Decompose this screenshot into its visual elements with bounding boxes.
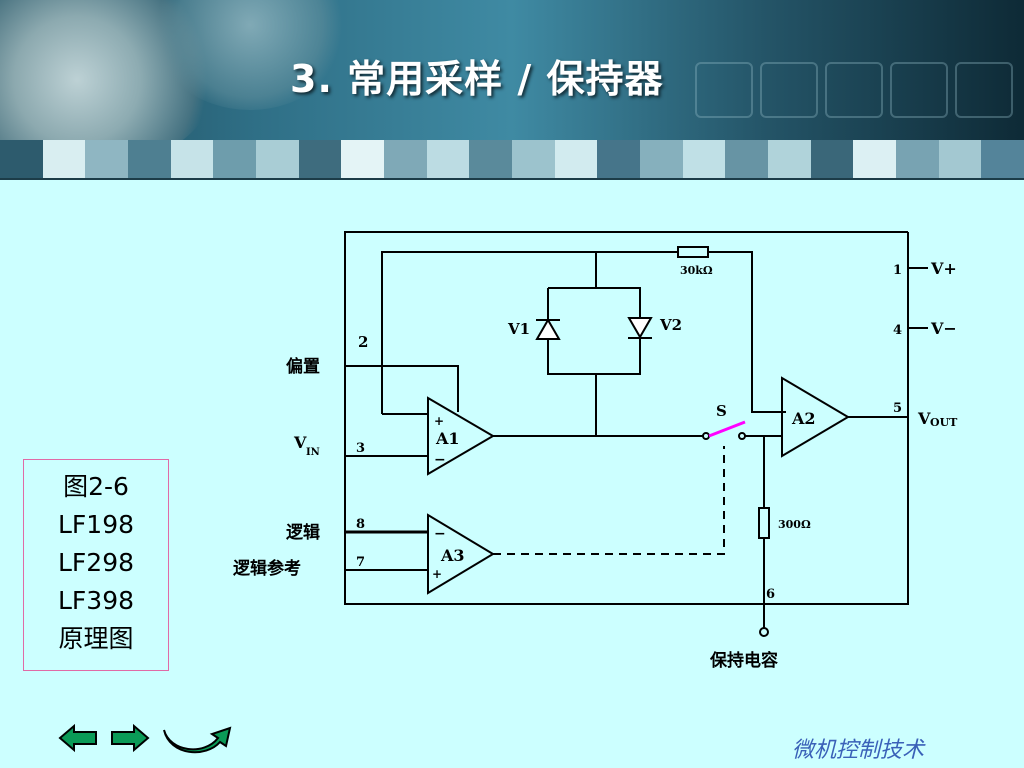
caption-line: 原理图 (58, 624, 134, 653)
pin2-number: 2 (358, 333, 368, 351)
right-arrow-icon[interactable] (108, 722, 150, 754)
resistor-300-label: 300Ω (778, 518, 811, 531)
pin7-number: 7 (356, 555, 365, 570)
switch-contact-right (738, 432, 746, 440)
pin3-number: 3 (356, 441, 365, 456)
caption-line: 图2-6 (63, 472, 129, 501)
amp-a2 (781, 376, 850, 458)
footer-course-name: 微机控制技术 (792, 738, 925, 763)
hold-cap-label: 保持电容 (709, 650, 778, 671)
header-banner: 3. 常用采样 / 保持器 (0, 0, 1024, 140)
vin-label: V (293, 433, 307, 452)
a1-plus-sign: + (434, 414, 444, 428)
vminus-label: V− (930, 319, 957, 338)
switch-label: S (716, 402, 727, 420)
header-decoration (955, 62, 1013, 118)
a3-plus-sign: + (432, 567, 442, 581)
caption-line: LF398 (57, 586, 135, 615)
return-arrow-icon[interactable] (160, 722, 232, 758)
vout-label: V (917, 409, 931, 428)
amp-a2-label: A2 (791, 409, 816, 428)
vin-subscript: IN (306, 447, 320, 458)
a3-minus-sign: − (434, 526, 446, 542)
header-decoration (890, 62, 948, 118)
diode-loop (547, 287, 641, 375)
diode-v1 (535, 318, 561, 340)
pin4-number: 4 (893, 323, 902, 338)
pin1-number: 1 (893, 263, 902, 278)
offset-wire (345, 365, 459, 412)
diode-v1-label: V1 (507, 320, 530, 338)
header-decoration (695, 62, 753, 118)
chip-outline (344, 231, 909, 605)
pin8-number: 8 (356, 517, 365, 532)
resistor-300 (758, 507, 770, 539)
figure-caption: 图2-6 LF198 LF298 LF398 原理图 (23, 459, 169, 671)
amp-a3 (427, 513, 495, 595)
logic-ref-label: 逻辑参考 (233, 558, 301, 579)
header-decoration (760, 62, 818, 118)
diode-v2 (627, 317, 653, 339)
caption-line: LF298 (57, 548, 135, 577)
resistor-feedback-label: 30kΩ (680, 264, 713, 277)
amp-a3-label: A3 (440, 546, 465, 565)
a1-minus-sign: − (434, 452, 446, 468)
vplus-label: V+ (930, 259, 957, 278)
resistor-feedback (677, 246, 709, 258)
control-dashed-line (493, 446, 725, 555)
logic-label: 逻辑 (286, 522, 320, 543)
pin5-number: 5 (893, 401, 902, 416)
slide-title: 3. 常用采样 / 保持器 (290, 57, 664, 101)
header-decoration (825, 62, 883, 118)
switch-blade (708, 420, 746, 438)
feedback-to-a2 (708, 251, 786, 413)
vout-subscript: OUT (930, 416, 958, 429)
switch-contact-left (702, 432, 710, 440)
amp-a1 (427, 396, 495, 476)
left-arrow-icon[interactable] (58, 722, 100, 754)
caption-line: LF198 (57, 510, 135, 539)
hold-cap-terminal (759, 627, 769, 637)
amp-a1-label: A1 (435, 429, 460, 448)
diode-v2-label: V2 (659, 316, 682, 334)
header-stripe (0, 140, 1024, 178)
pin6-number: 6 (766, 587, 775, 602)
offset-label: 偏置 (286, 356, 320, 377)
feedback-wire (381, 251, 678, 414)
header-divider (0, 178, 1024, 180)
